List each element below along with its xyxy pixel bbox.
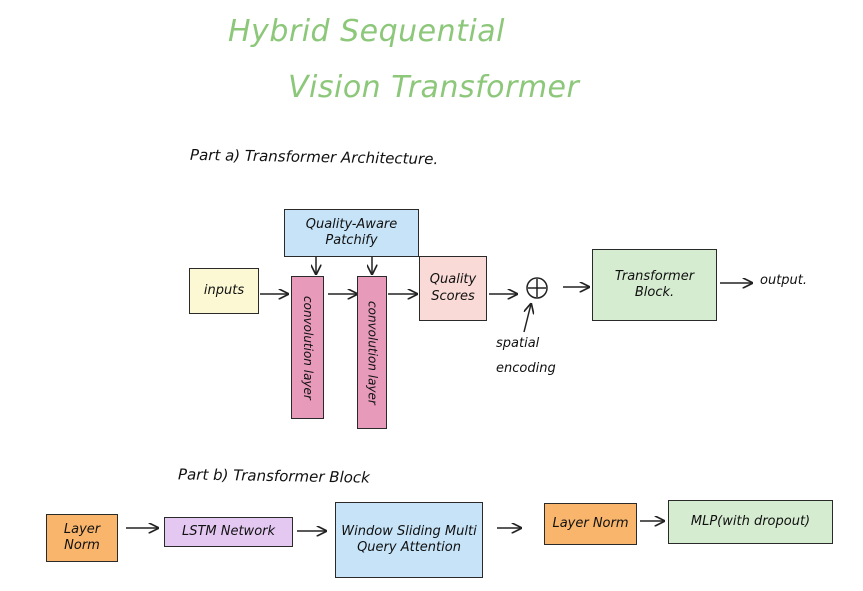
title-line-2: Vision Transformer	[288, 70, 580, 105]
spatial-encoding-label: spatial encoding	[496, 336, 556, 376]
quality-aware-patchify-box: Quality-Aware Patchify	[284, 209, 419, 257]
layer-norm-1-label: Layer Norm	[63, 521, 101, 553]
lstm-network-label: LSTM Network	[181, 523, 276, 539]
layer-norm-2-box: Layer Norm	[544, 503, 637, 545]
layer-norm-1-box: Layer Norm	[46, 514, 118, 562]
layer-norm-2-label: Layer Norm	[552, 515, 629, 531]
mlp-label: MLP(with dropout)	[690, 513, 811, 529]
plus-icon	[526, 277, 548, 299]
convolution-layer-2-box: convolution layer	[357, 276, 387, 429]
part-b-heading: Part b) Transformer Block	[177, 465, 370, 487]
window-sliding-attention-label: Window Sliding Multi Query Attention	[341, 523, 477, 555]
mlp-box: MLP(with dropout)	[668, 500, 833, 544]
quality-scores-box: Quality Scores	[419, 256, 487, 321]
arrow-spatial-to-plus	[523, 304, 531, 333]
quality-scores-label: Quality Scores	[429, 272, 477, 304]
transformer-block-box: Transformer Block.	[592, 249, 717, 321]
output-label: output.	[760, 273, 808, 288]
convolution-layer-1-box: convolution layer	[291, 276, 324, 419]
inputs-label: inputs	[203, 282, 245, 298]
inputs-box: inputs	[189, 268, 259, 314]
window-sliding-attention-box: Window Sliding Multi Query Attention	[335, 502, 483, 578]
quality-aware-patchify-label: Quality-Aware Patchify	[305, 216, 398, 248]
title-line-1: Hybrid Sequential	[228, 14, 505, 49]
convolution-layer-1-label: convolution layer	[301, 295, 315, 400]
convolution-layer-2-label: convolution layer	[365, 300, 380, 405]
lstm-network-box: LSTM Network	[164, 517, 293, 547]
transformer-block-label: Transformer Block.	[614, 268, 695, 300]
